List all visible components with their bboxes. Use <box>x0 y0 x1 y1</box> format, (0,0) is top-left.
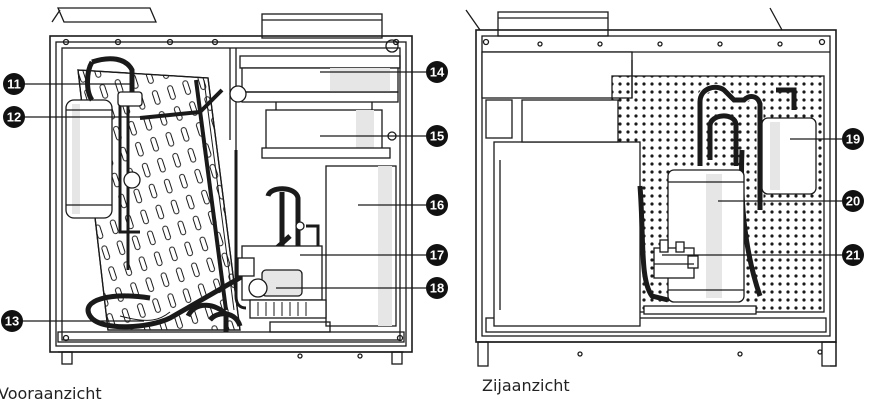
callout-18-label: 18 <box>430 281 444 296</box>
callout-21: 21 <box>842 244 864 266</box>
callout-19: 19 <box>842 128 864 150</box>
side-screws <box>482 38 826 357</box>
callout-14: 14 <box>426 61 448 83</box>
callout-17-label: 17 <box>430 248 444 263</box>
callout-21-label: 21 <box>846 248 860 263</box>
callout-18: 18 <box>426 277 448 299</box>
callout-13-label: 13 <box>5 314 19 329</box>
callout-11: 11 <box>3 73 25 95</box>
callout-11-label: 11 <box>7 77 21 92</box>
callout-12: 12 <box>3 106 25 128</box>
callout-13: 13 <box>1 310 23 332</box>
callout-19-label: 19 <box>846 132 860 147</box>
side-view <box>465 7 837 367</box>
callout-16: 16 <box>426 194 448 216</box>
caption-front-view: Vooraanzicht <box>0 384 102 403</box>
callout-16-label: 16 <box>430 198 444 213</box>
callouts: 11 12 13 14 15 16 17 18 <box>1 61 864 332</box>
front-view <box>49 7 413 365</box>
callout-15-label: 15 <box>430 129 444 144</box>
caption-side-view: Zijaanzicht <box>482 376 570 395</box>
callout-12-label: 12 <box>7 110 21 125</box>
callout-20-label: 20 <box>846 194 860 209</box>
callout-20: 20 <box>842 190 864 212</box>
callout-17: 17 <box>426 244 448 266</box>
callout-15: 15 <box>426 125 448 147</box>
callout-14-label: 14 <box>430 65 445 80</box>
front-screws <box>62 38 404 359</box>
